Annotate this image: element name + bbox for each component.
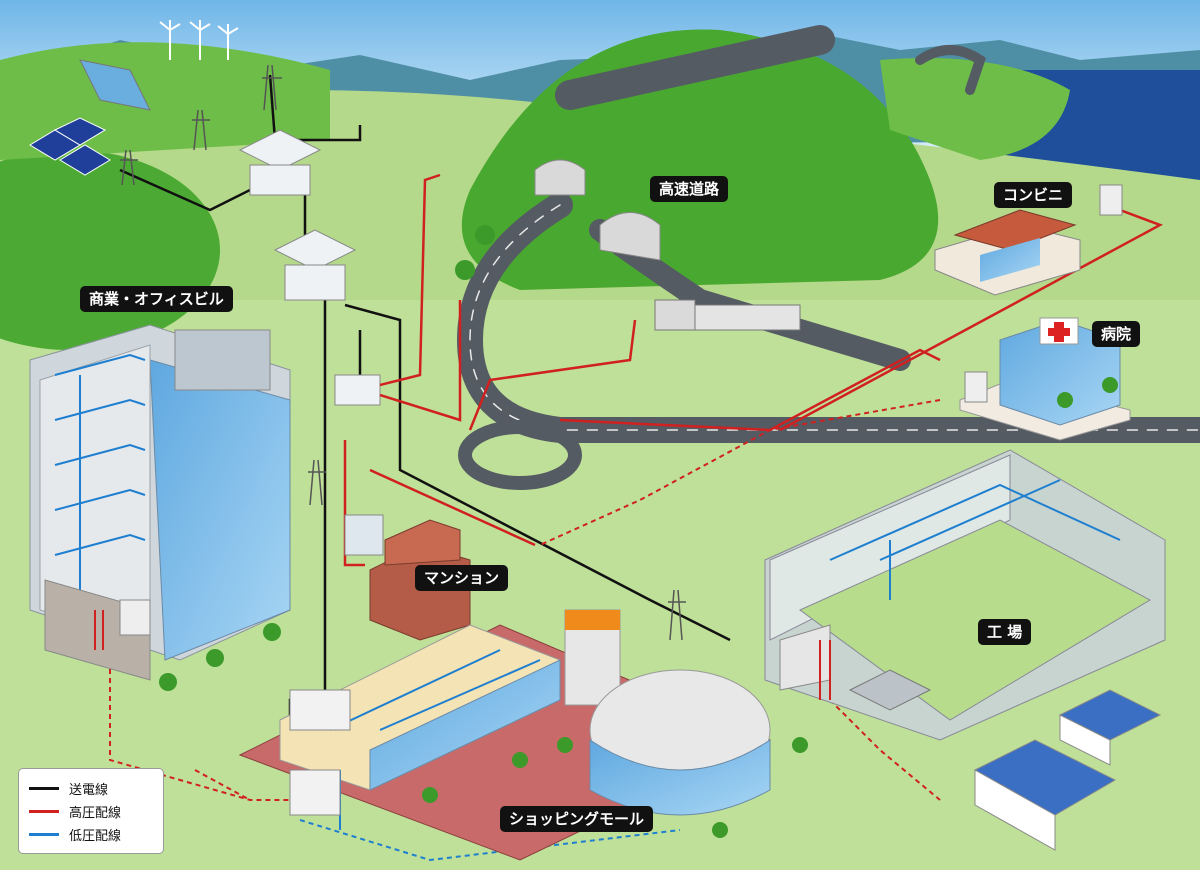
trees [159, 225, 1118, 838]
label-hospital: 病院 [1092, 321, 1141, 347]
label-apartment: マンション [415, 565, 509, 591]
tunnel-portal-2 [599, 212, 661, 261]
hospital [959, 317, 1131, 441]
legend-label-transmission: 送電線 [69, 783, 109, 798]
label-convenience-store: コンビニ [994, 182, 1073, 208]
dam-icon [79, 59, 151, 111]
high-voltage-lines [343, 173, 1164, 567]
legend-swatch-high-voltage [29, 810, 59, 813]
legend-label-low-voltage: 低圧配線 [69, 829, 122, 844]
factory [764, 449, 1166, 741]
low-voltage-underground [299, 819, 681, 862]
hospital-cross-icon [1048, 322, 1070, 342]
right-shore-hill [880, 58, 1070, 160]
legend-row-low-voltage: 低圧配線 [29, 823, 153, 846]
legend-row-transmission: 送電線 [29, 777, 153, 800]
legend-swatch-low-voltage [29, 833, 59, 836]
office-building [29, 324, 291, 681]
substation-icon [238, 129, 381, 406]
warehouses [973, 689, 1162, 851]
label-shopping-mall: ショッピングモール [500, 806, 654, 832]
convenience-store [934, 184, 1123, 296]
legend-row-high-voltage: 高圧配線 [29, 800, 153, 823]
label-office-building: 商業・オフィスビル [80, 286, 233, 312]
shopping-mall [238, 609, 772, 861]
legend-swatch-transmission [29, 787, 59, 790]
legend-label-high-voltage: 高圧配線 [69, 806, 122, 821]
wind-turbine-icon [159, 20, 239, 60]
toll-gate [689, 304, 801, 331]
toll-building [654, 299, 696, 331]
high-voltage-underground [109, 399, 941, 801]
solar-panel-icon [29, 117, 111, 176]
pylon-icon [120, 64, 686, 641]
label-highway: 高速道路 [650, 176, 729, 202]
tunnel-portal-1 [534, 159, 586, 196]
label-factory: 工 場 [978, 619, 1032, 645]
legend: 送電線 高圧配線 低圧配線 [18, 768, 164, 854]
